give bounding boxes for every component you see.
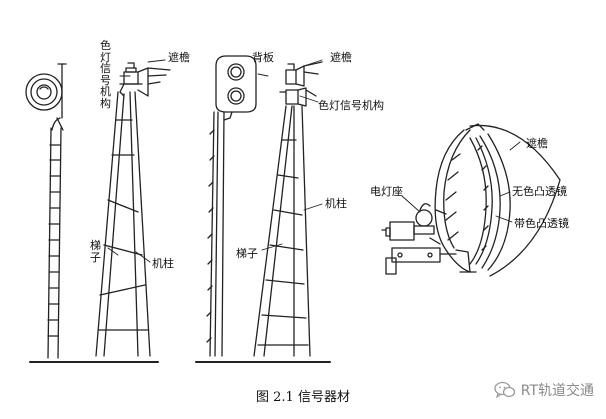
label-post-right: 机柱 bbox=[325, 197, 347, 210]
label-eave-left: 遮檐 bbox=[168, 51, 190, 64]
figure-caption: 图 2.1 信号器材 bbox=[256, 390, 350, 405]
light-unit-detail bbox=[381, 123, 561, 277]
watermark-text: RT轨道交通 bbox=[520, 383, 594, 399]
label-colored-convex-lens: 带色凸透镜 bbox=[514, 217, 569, 230]
watermark: RT轨道交通 bbox=[494, 380, 594, 400]
label-eave-right: 遮檐 bbox=[330, 51, 352, 64]
leader-lines bbox=[107, 59, 521, 263]
label-ladder-left: 梯子 bbox=[90, 239, 101, 264]
label-back-plate: 背板 bbox=[252, 51, 274, 64]
signal-4-tall-post bbox=[253, 61, 323, 357]
label-color-light-mechanism-left: 色灯信号机构 bbox=[100, 39, 111, 110]
label-ladder-right: 梯子 bbox=[236, 247, 258, 260]
label-lamp-socket: 电灯座 bbox=[370, 185, 403, 198]
signal-3-backplate-post bbox=[206, 55, 257, 357]
signal-1-ladder-disc bbox=[25, 63, 67, 359]
wechat-icon bbox=[494, 381, 515, 399]
label-color-light-mechanism-right: 色灯信号机构 bbox=[318, 99, 384, 112]
label-clear-convex-lens: 无色凸透镜 bbox=[512, 185, 567, 198]
signal-2-light-post bbox=[95, 62, 171, 357]
label-eave-detail: 遮檐 bbox=[526, 137, 548, 150]
label-post-left: 机柱 bbox=[152, 257, 174, 270]
